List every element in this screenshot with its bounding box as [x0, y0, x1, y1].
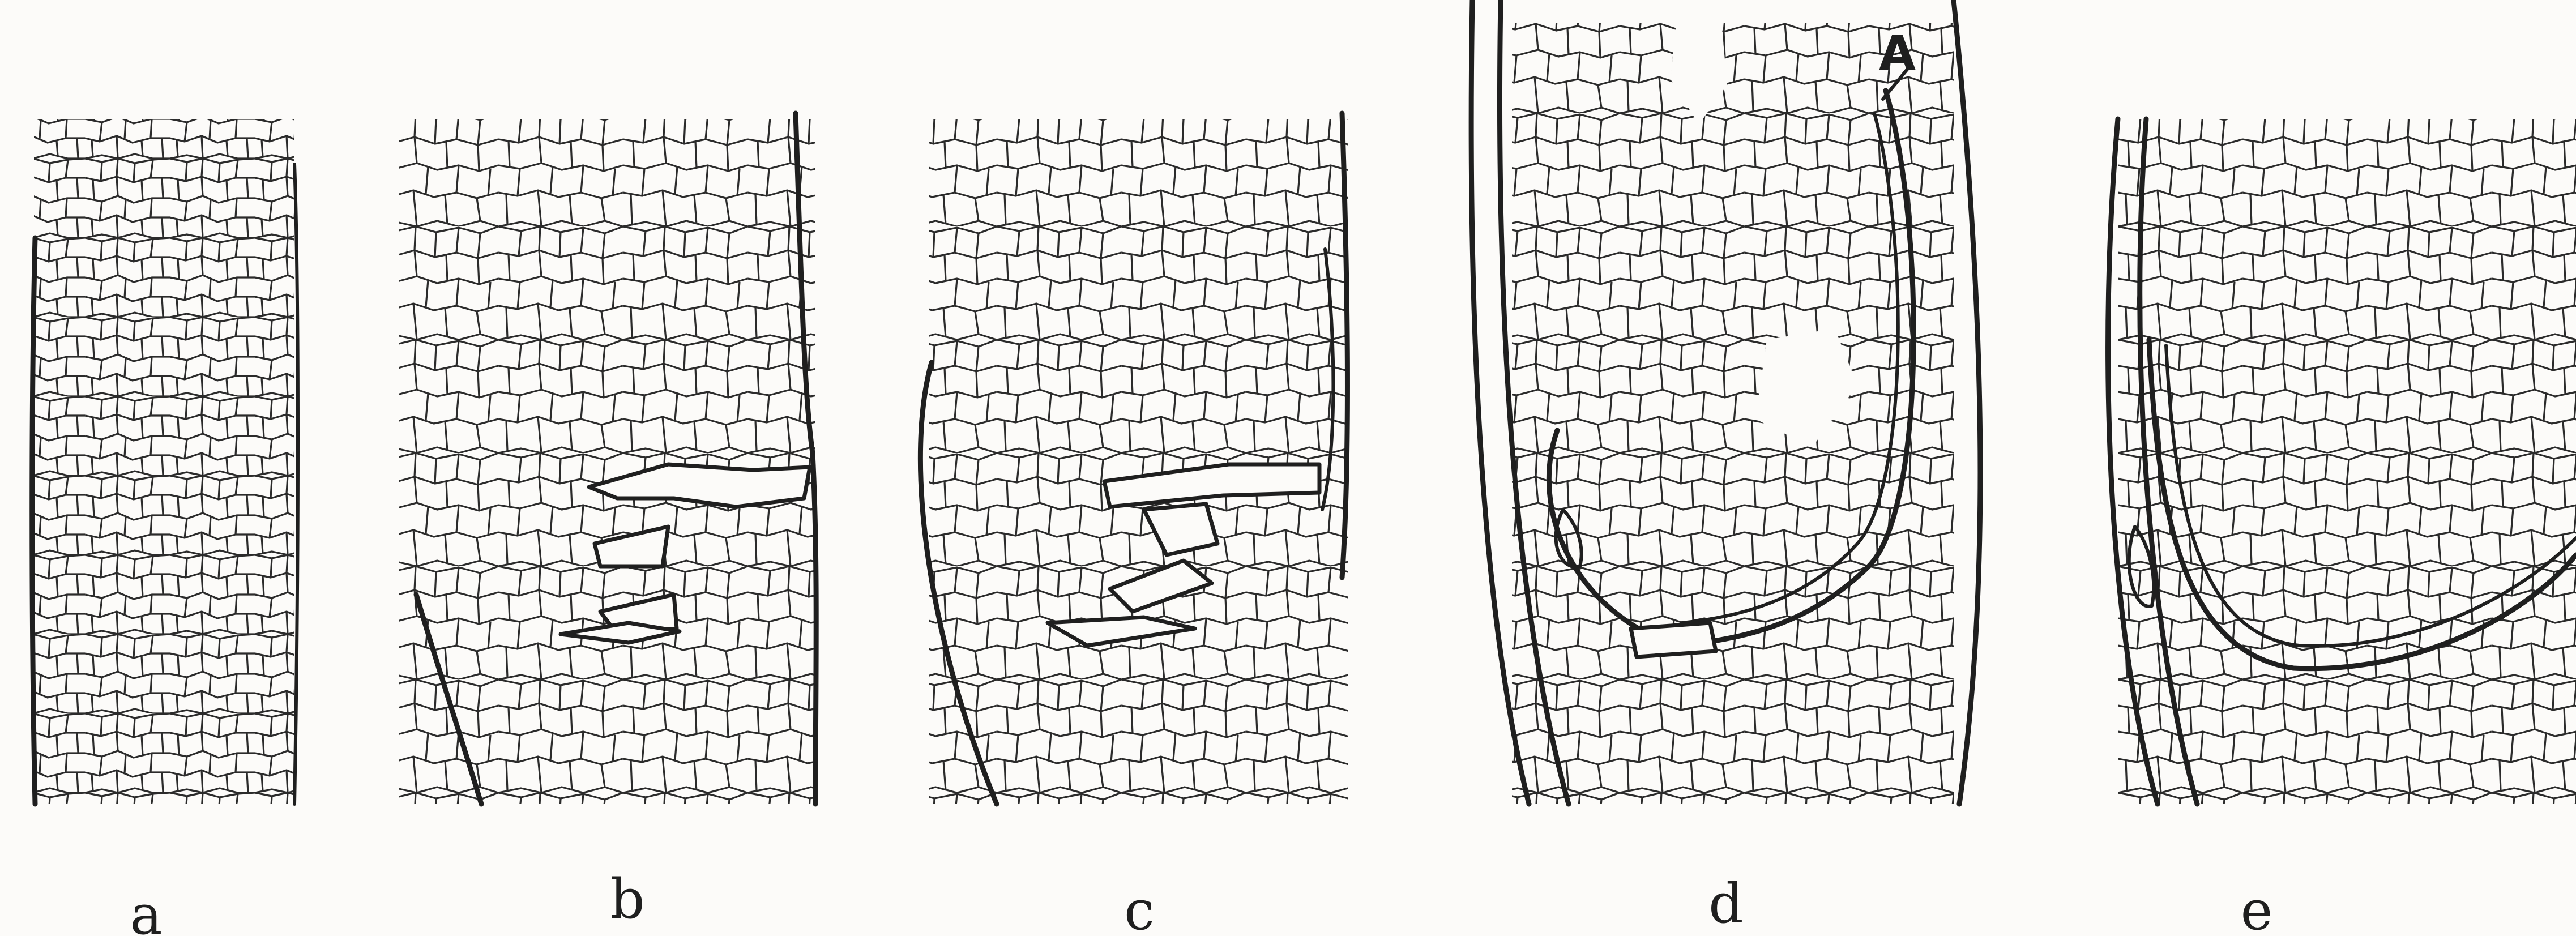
marker-label-a: A — [1879, 29, 1916, 77]
panel-a-drawing — [32, 119, 298, 804]
panel-b-drawing — [399, 113, 816, 804]
panel-label-b: b — [610, 872, 644, 926]
panel-label-a: a — [130, 888, 162, 936]
panel-c-drawing — [920, 113, 1348, 804]
panel-label-c: c — [1124, 883, 1155, 936]
panel-d-drawing — [1471, 0, 1980, 804]
panel-e-drawing — [2108, 119, 2576, 804]
panel-label-e: e — [2241, 883, 2273, 936]
panel-label-d: d — [1708, 877, 1743, 931]
